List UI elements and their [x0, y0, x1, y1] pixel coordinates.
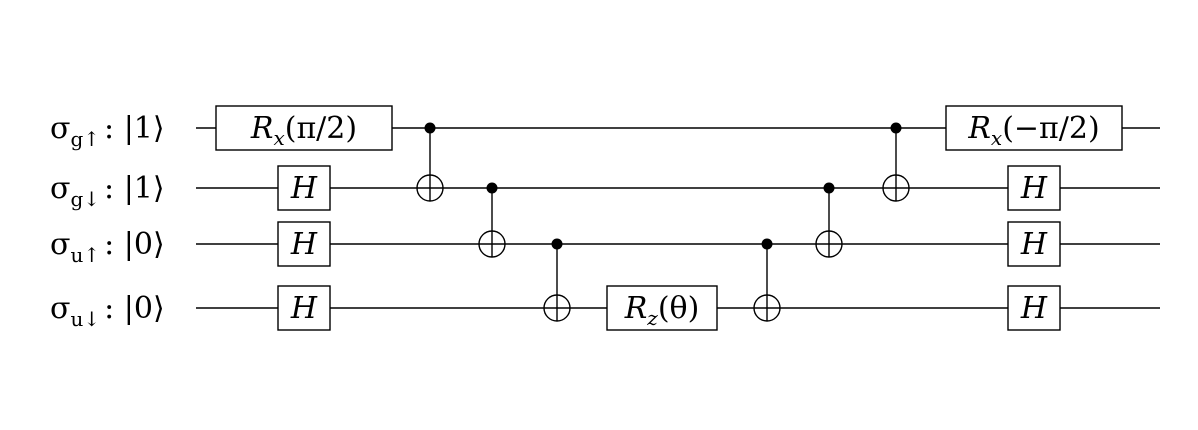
- hadamard-gate: H: [1007, 221, 1061, 267]
- control-dot: [424, 122, 436, 134]
- cnot-gate: [478, 182, 506, 258]
- control-dot: [486, 182, 498, 194]
- gate-box: [277, 285, 331, 331]
- qubit-wires: [196, 127, 1160, 309]
- hadamard-gate: H: [277, 221, 331, 267]
- gate-box: [606, 285, 718, 331]
- control-dot: [823, 182, 835, 194]
- hadamard-gate: H: [1007, 165, 1061, 211]
- gate-label: H: [290, 227, 318, 262]
- rotation-gate: Rz(θ): [606, 285, 718, 331]
- gate-label: H: [1020, 171, 1048, 206]
- rotation-gate: Rx(−π/2): [945, 105, 1123, 151]
- gate-box: [215, 105, 393, 151]
- gate-box: [1007, 221, 1061, 267]
- cnot-gate: [753, 238, 781, 322]
- qubit-labels: σg↑: |1⟩ σg↓: |1⟩ σu↑: |0⟩ σu↓: |0⟩: [50, 111, 165, 331]
- gate-box: [1007, 165, 1061, 211]
- control-dot: [761, 238, 773, 250]
- qubit-label-0: σg↑: |1⟩: [50, 111, 165, 151]
- gate-box: [1007, 285, 1061, 331]
- control-dot: [890, 122, 902, 134]
- qubit-label-1: σg↓: |1⟩: [50, 171, 165, 211]
- gate-box: [277, 221, 331, 267]
- gate-label: H: [290, 171, 318, 206]
- qubit-label-2: σu↑: |0⟩: [50, 227, 165, 267]
- rotation-gate: Rx(π/2): [215, 105, 393, 151]
- hadamard-gate: H: [1007, 285, 1061, 331]
- cnot-gate: [416, 122, 444, 202]
- cnot-gate: [543, 238, 571, 322]
- qubit-label-3: σu↓: |0⟩: [50, 291, 165, 331]
- gate-label: H: [1020, 291, 1048, 326]
- gate-label: Rx(π/2): [250, 111, 357, 150]
- control-dot: [551, 238, 563, 250]
- gate-label: H: [290, 291, 318, 326]
- hadamard-gate: H: [277, 165, 331, 211]
- hadamard-gate: H: [277, 285, 331, 331]
- gate-box: [945, 105, 1123, 151]
- gate-label: Rz(θ): [624, 291, 700, 330]
- gate-label: H: [1020, 227, 1048, 262]
- gate-box: [277, 165, 331, 211]
- cnot-gate: [815, 182, 843, 258]
- gate-label: Rx(−π/2): [967, 111, 1099, 150]
- cnot-gate: [882, 122, 910, 202]
